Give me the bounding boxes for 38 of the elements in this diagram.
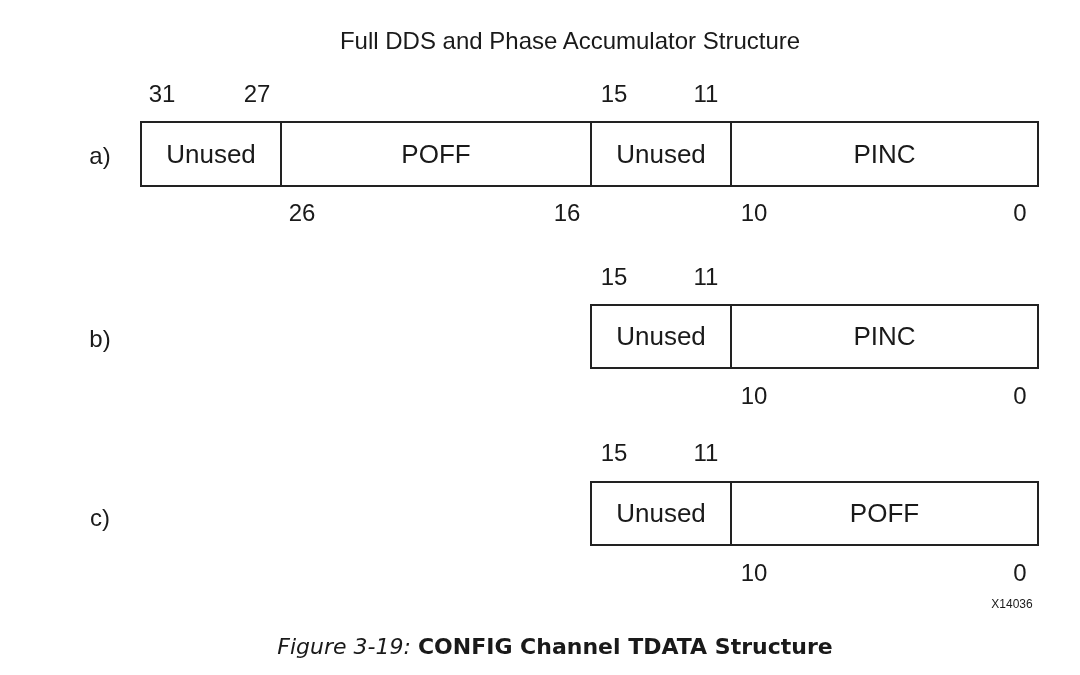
field-name: PINC	[853, 321, 916, 352]
bit-number: 11	[693, 263, 719, 291]
field-name: POFF	[849, 498, 920, 529]
bit-number: 26	[288, 199, 316, 227]
bit-number: 15	[600, 439, 628, 467]
bit-number: 11	[693, 439, 719, 467]
field-name: POFF	[401, 138, 471, 170]
bit-field-box	[730, 481, 1039, 546]
bit-field-box	[140, 121, 282, 187]
figure-caption: Figure 3-19: CONFIG Channel TDATA Structure	[277, 633, 833, 659]
bit-number: 0	[1013, 382, 1027, 410]
bit-field-box	[590, 481, 732, 546]
bit-number: 15	[600, 80, 628, 108]
bit-number: 10	[740, 382, 768, 410]
field-name: Unused	[616, 498, 706, 529]
bit-number: 11	[693, 80, 719, 108]
bit-field-box	[280, 121, 592, 187]
row-label: b)	[89, 325, 111, 353]
bit-number: 16	[553, 199, 581, 227]
field-name: PINC	[853, 138, 916, 170]
bit-field-box	[590, 121, 732, 187]
bit-field-box	[730, 121, 1039, 187]
bit-number: 10	[740, 199, 768, 227]
bit-field-box	[590, 304, 732, 369]
bit-field-box	[730, 304, 1039, 369]
row-label: c)	[90, 504, 110, 532]
bit-number: 0	[1013, 559, 1027, 587]
diagram-title: Full DDS and Phase Accumulator Structure	[339, 27, 801, 55]
bit-number: 31	[148, 80, 176, 108]
bit-number: 0	[1013, 199, 1027, 227]
bit-number: 15	[600, 263, 628, 291]
bit-number: 27	[243, 80, 271, 108]
field-name: Unused	[616, 138, 706, 170]
row-label: a)	[89, 142, 111, 170]
field-name: Unused	[616, 321, 706, 352]
bit-number: 10	[740, 559, 768, 587]
field-name: Unused	[166, 138, 256, 170]
figure-id: X14036	[991, 597, 1033, 611]
